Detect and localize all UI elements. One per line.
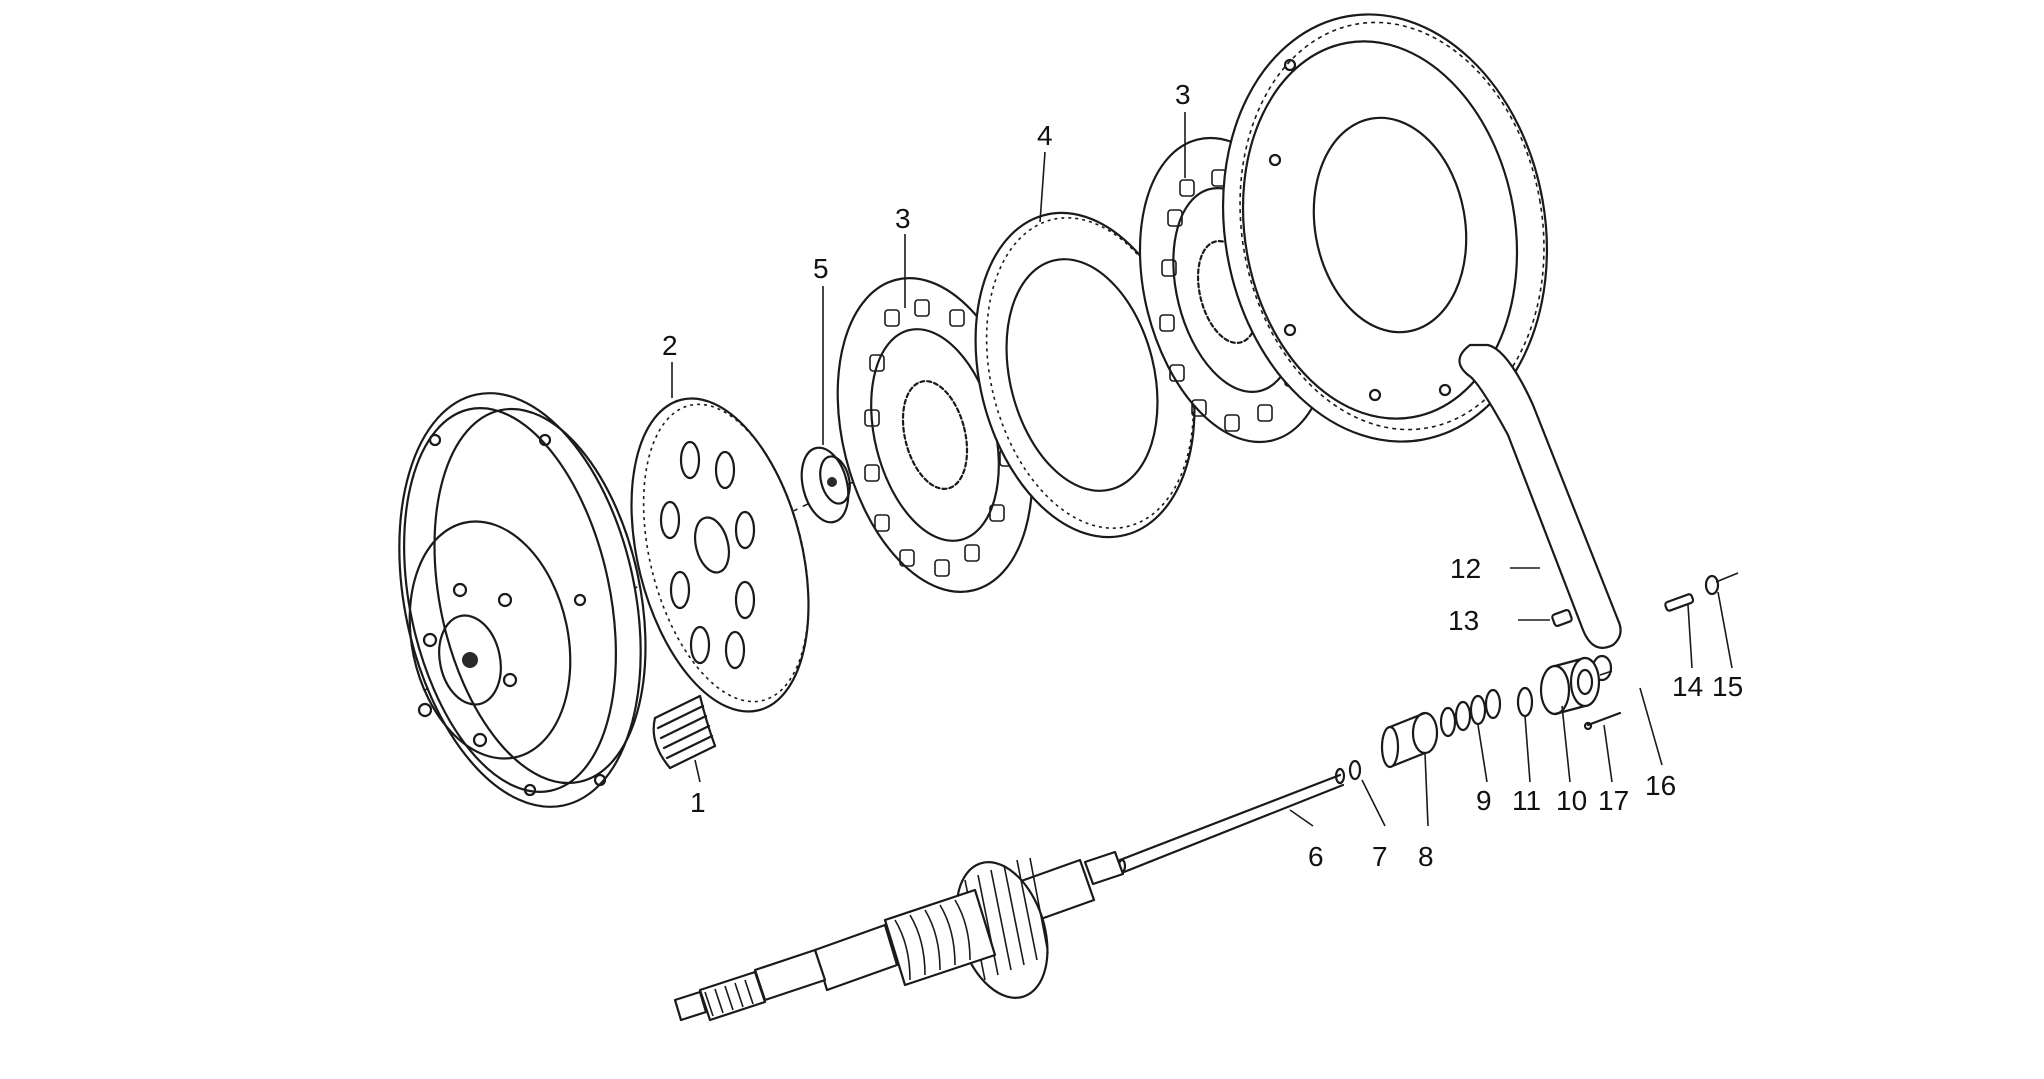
callout-13: 13	[1448, 605, 1479, 636]
callout-14: 14	[1672, 671, 1703, 702]
callout-6: 6	[1308, 841, 1324, 872]
callout-17: 17	[1598, 785, 1629, 816]
washer-part-11	[1516, 686, 1534, 718]
callout-16: 16	[1645, 770, 1676, 801]
flywheel	[398, 392, 647, 808]
ring-part-7	[1334, 759, 1362, 785]
pin-part-13	[1551, 609, 1573, 627]
callout-7: 7	[1372, 841, 1388, 872]
callout-layer: 1 2 3 3 4 5 6 7 8 9 10 11 12 13 14 15 16…	[662, 79, 1743, 872]
callout-12: 12	[1450, 553, 1481, 584]
callout-11: 11	[1512, 785, 1541, 816]
bearing-part-10	[1539, 656, 1613, 716]
callout-4: 4	[1037, 120, 1053, 151]
driven-plate-part-2	[630, 397, 810, 713]
main-shaft	[673, 850, 1125, 1022]
hub-part-5	[800, 446, 851, 524]
pin-part-14	[1664, 593, 1695, 612]
ring-gear-flywheel	[1221, 13, 1549, 443]
callout-9: 9	[1476, 785, 1492, 816]
cotter-pin-part-17	[1583, 711, 1622, 731]
callout-3-front: 3	[895, 203, 911, 234]
callout-1: 1	[690, 787, 706, 818]
washer-part-15	[1704, 572, 1739, 596]
callout-8: 8	[1418, 841, 1434, 872]
thrust-piece-part-8	[1380, 711, 1439, 769]
callout-3-rear: 3	[1175, 79, 1191, 110]
washers-part-9	[1439, 688, 1502, 738]
release-fork-part-12	[1458, 343, 1622, 682]
callout-10: 10	[1556, 785, 1587, 816]
callout-5: 5	[813, 253, 829, 284]
callout-15: 15	[1712, 671, 1743, 702]
callout-2: 2	[662, 330, 678, 361]
spring-part-1	[652, 694, 717, 770]
